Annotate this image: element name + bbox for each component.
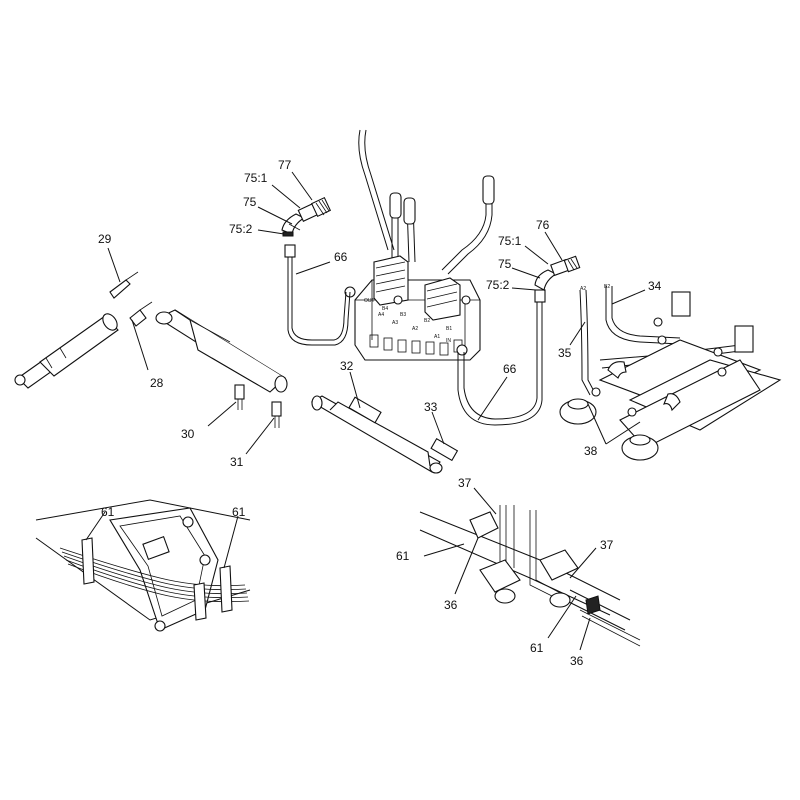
washer-28 xyxy=(129,301,153,327)
port-a3-mark: A3 xyxy=(392,320,398,326)
fitting-31 xyxy=(271,401,282,428)
callout-30: 30 xyxy=(181,427,195,441)
port-out-mark: OUT xyxy=(364,298,375,304)
cylinder-left xyxy=(14,313,119,389)
callout-61-lower-left-a: 61 xyxy=(101,505,115,519)
fitting-group-left xyxy=(281,196,332,237)
leader-lines xyxy=(85,171,646,651)
callout-labels: 77 75:1 75 75:2 66 76 75:1 75 75:2 34 35… xyxy=(98,158,662,668)
fitting-group-right xyxy=(534,255,581,291)
port-b4-mark: B4 xyxy=(382,306,388,312)
callout-37-a: 37 xyxy=(458,476,472,490)
callout-75-1-left: 75:1 xyxy=(244,171,268,185)
port-b3-mark: B3 xyxy=(400,312,406,318)
bolt-29 xyxy=(109,271,139,299)
callout-28: 28 xyxy=(150,376,164,390)
cylinder-group-right: A2 B2 xyxy=(559,284,782,461)
callout-38: 38 xyxy=(584,444,598,458)
callout-77: 77 xyxy=(278,158,292,172)
callout-31: 31 xyxy=(230,455,244,469)
cylinder-center xyxy=(310,395,459,474)
hose-66-left xyxy=(284,244,351,346)
callout-61-lower-right-b: 61 xyxy=(530,641,544,655)
callout-37-b: 37 xyxy=(600,538,614,552)
callout-61-lower-right-a: 61 xyxy=(396,549,410,563)
cylinder-a2-mark: A2 xyxy=(580,286,586,292)
callout-76: 76 xyxy=(536,218,550,232)
callout-34: 34 xyxy=(648,279,662,293)
callout-33: 33 xyxy=(424,400,438,414)
port-a4-mark: A4 xyxy=(378,312,384,318)
fitting-30 xyxy=(234,384,245,410)
control-valve-assembly: OUT B4 A4 B3 A3 B2 A2 B1 A1 IN xyxy=(344,129,495,361)
callout-75-2-left: 75:2 xyxy=(229,222,253,236)
callout-32: 32 xyxy=(340,359,354,373)
callout-66-top: 66 xyxy=(334,250,348,264)
callout-75-left: 75 xyxy=(243,195,257,209)
frame-detail-left xyxy=(35,499,251,632)
callout-36-a: 36 xyxy=(444,598,458,612)
callout-75-right: 75 xyxy=(498,257,512,271)
callout-66-right: 66 xyxy=(503,362,517,376)
callout-75-1-right: 75:1 xyxy=(498,234,522,248)
callout-61-lower-left-b: 61 xyxy=(232,505,246,519)
callout-36-b: 36 xyxy=(570,654,584,668)
callout-35: 35 xyxy=(558,346,572,360)
port-in-mark: IN xyxy=(446,338,451,344)
port-a2-mark: A2 xyxy=(412,326,418,332)
port-a1-mark: A1 xyxy=(434,334,440,340)
port-b1-mark: B1 xyxy=(446,326,452,332)
frame-detail-right xyxy=(419,505,641,647)
port-b2-mark: B2 xyxy=(424,318,430,324)
cylinder-b2-mark: B2 xyxy=(604,284,610,290)
cylinder-left-2 xyxy=(155,309,288,393)
callout-29: 29 xyxy=(98,232,112,246)
hose-66-right xyxy=(457,289,546,426)
callout-75-2-right: 75:2 xyxy=(486,278,510,292)
